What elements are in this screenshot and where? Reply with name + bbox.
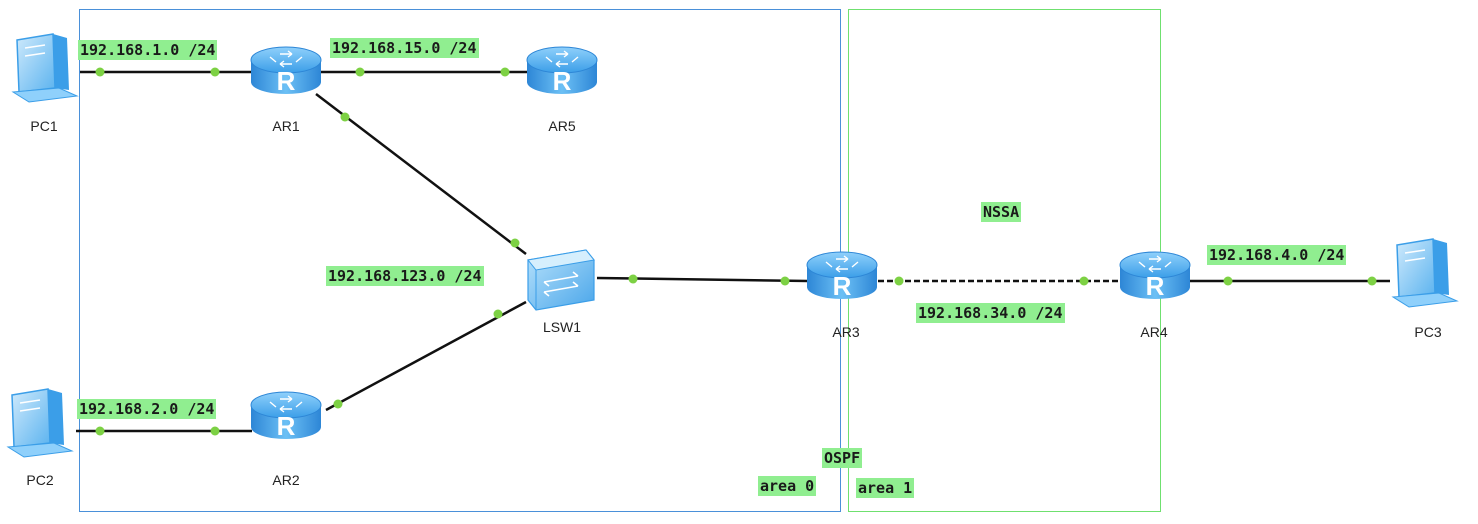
ar2-label: AR2 bbox=[272, 472, 300, 488]
network-label-192-168-123-0: 192.168.123.0 /24 bbox=[326, 266, 484, 286]
ospf-label: OSPF bbox=[822, 448, 863, 468]
port-dot-ar1-ar5-1 bbox=[500, 67, 510, 77]
area-1-label: area 1 bbox=[856, 478, 915, 498]
ar4-router-icon[interactable] bbox=[1119, 251, 1191, 302]
port-dot-ar2-lsw1-0 bbox=[333, 399, 343, 409]
port-dot-lsw1-ar3-1 bbox=[780, 276, 790, 286]
port-dot-pc1-ar1-0 bbox=[95, 67, 105, 77]
ar5-router-icon[interactable] bbox=[526, 46, 598, 97]
port-dot-ar2-lsw1-1 bbox=[493, 309, 503, 319]
network-label-192-168-4-0: 192.168.4.0 /24 bbox=[1207, 245, 1347, 265]
pc2-label: PC2 bbox=[26, 472, 54, 488]
port-dot-ar3-ar4-0 bbox=[894, 276, 904, 286]
port-dot-ar1-lsw1-1 bbox=[510, 238, 520, 248]
network-label-192-168-34-0: 192.168.34.0 /24 bbox=[916, 303, 1065, 323]
pc3-label: PC3 bbox=[1414, 324, 1442, 340]
port-dot-ar1-lsw1-0 bbox=[340, 112, 350, 122]
ar1-router-icon[interactable] bbox=[250, 46, 322, 97]
ar3-label: AR3 bbox=[832, 324, 860, 340]
port-dot-lsw1-ar3-0 bbox=[628, 274, 638, 284]
ar5-label: AR5 bbox=[548, 118, 576, 134]
area-0-label: area 0 bbox=[758, 476, 817, 496]
port-dot-ar3-ar4-1 bbox=[1079, 276, 1089, 286]
port-dot-pc2-ar2-0 bbox=[95, 426, 105, 436]
port-dot-ar4-pc3-0 bbox=[1223, 276, 1233, 286]
port-dots-layer bbox=[95, 67, 1377, 436]
network-label-192-168-15-0: 192.168.15.0 /24 bbox=[330, 38, 479, 58]
pc1-icon[interactable] bbox=[12, 33, 78, 103]
pc1-label: PC1 bbox=[30, 118, 58, 134]
links-layer bbox=[76, 70, 1390, 433]
lsw1-switch-icon[interactable] bbox=[527, 249, 595, 311]
ar3-router-icon[interactable] bbox=[806, 251, 878, 302]
link-ar1-lsw1 bbox=[315, 93, 527, 255]
port-dot-pc1-ar1-1 bbox=[210, 67, 220, 77]
port-dot-ar1-ar5-0 bbox=[355, 67, 365, 77]
ar2-router-icon[interactable] bbox=[250, 391, 322, 442]
nssa-label: NSSA bbox=[981, 202, 1022, 222]
link-ar2-lsw1 bbox=[325, 300, 527, 412]
lsw1-label: LSW1 bbox=[542, 319, 582, 335]
pc3-icon[interactable] bbox=[1392, 238, 1458, 308]
network-label-192-168-1-0: 192.168.1.0 /24 bbox=[78, 40, 218, 60]
port-dot-pc2-ar2-1 bbox=[210, 426, 220, 436]
ar1-label: AR1 bbox=[272, 118, 300, 134]
network-label-192-168-2-0: 192.168.2.0 /24 bbox=[77, 399, 217, 419]
pc2-icon[interactable] bbox=[7, 388, 73, 458]
port-dot-ar4-pc3-1 bbox=[1367, 276, 1377, 286]
ar4-label: AR4 bbox=[1140, 324, 1168, 340]
